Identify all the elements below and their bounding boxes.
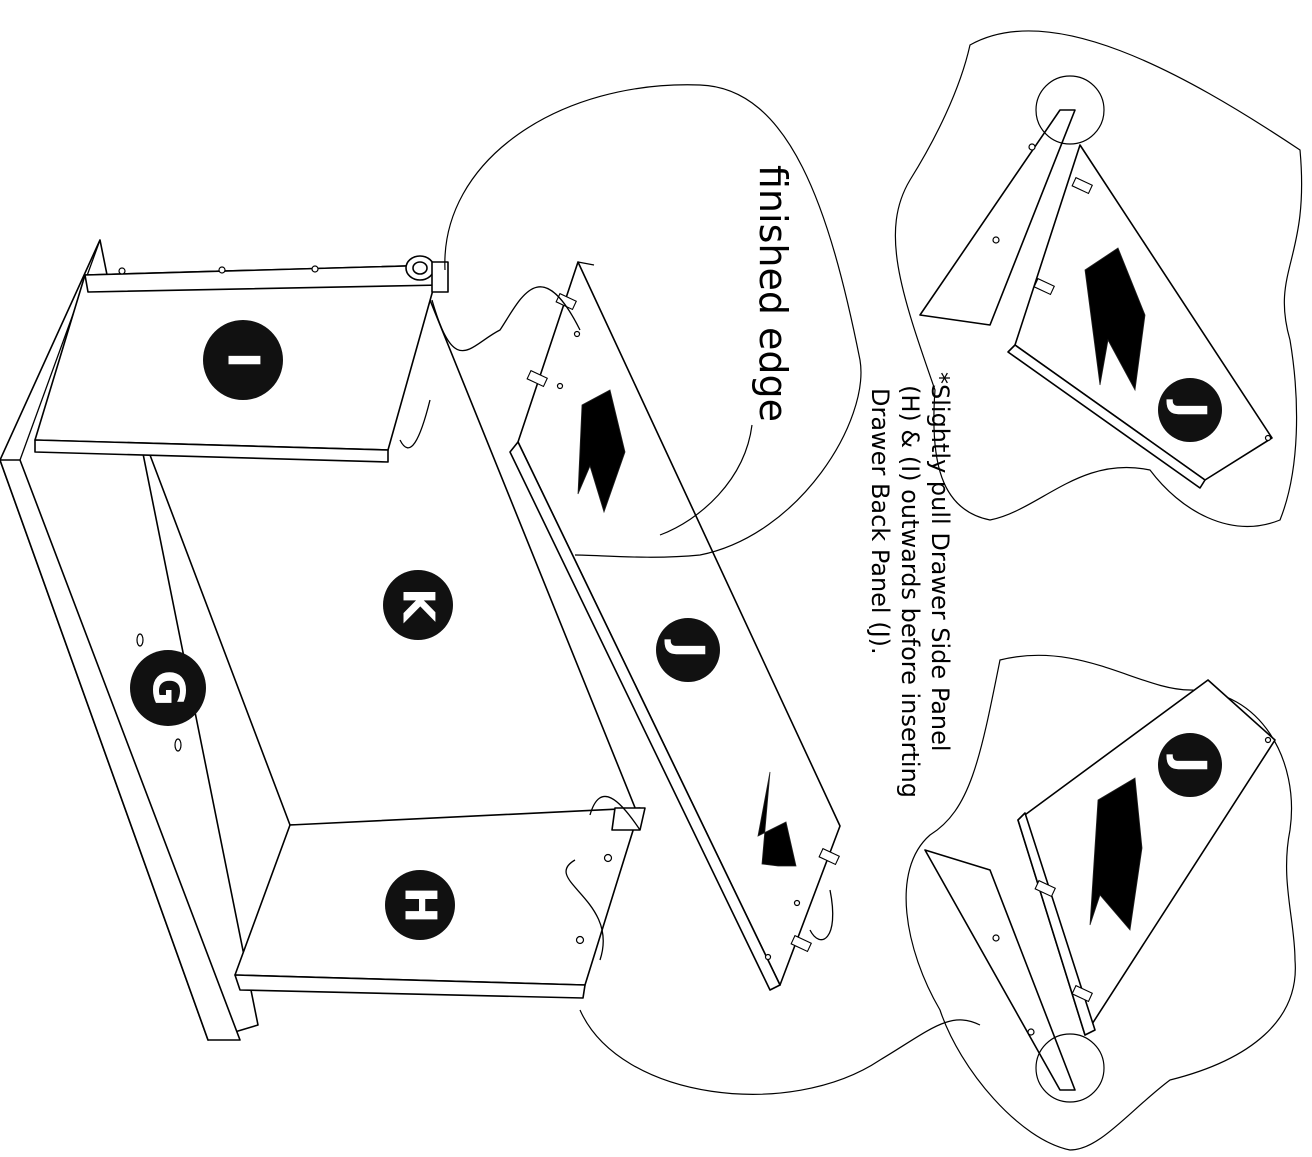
finished-edge-circle xyxy=(444,84,862,558)
label-i: I xyxy=(218,352,269,368)
instruction-note: *Slightly pull Drawer Side Panel (H) & (… xyxy=(866,372,954,798)
badge-j-detail-bottom xyxy=(1158,733,1222,797)
label-k: K xyxy=(393,588,444,624)
label-g: G xyxy=(143,670,194,706)
label-j: J xyxy=(663,639,714,658)
badge-h: H xyxy=(385,870,455,940)
cam-lock xyxy=(405,255,449,293)
note-line-1: *Slightly pull Drawer Side Panel xyxy=(926,372,954,752)
detail-bottom-right: J xyxy=(905,654,1296,1151)
label-h: H xyxy=(395,887,446,924)
label-j-detail-top: J xyxy=(1165,399,1216,418)
note-line-3: Drawer Back Panel (J). xyxy=(866,388,894,655)
finished-edge-label: finished edge xyxy=(751,165,795,422)
detail-top-right: J xyxy=(894,30,1303,527)
label-j-detail-bottom: J xyxy=(1165,754,1216,773)
badge-k: K xyxy=(383,570,453,640)
badge-i: I xyxy=(203,320,283,400)
badge-g: G xyxy=(130,650,206,726)
badge-j: J xyxy=(656,618,720,682)
note-line-2: (H) & (I) outwards before inserting xyxy=(896,385,924,798)
badge-j-detail-top xyxy=(1158,378,1222,442)
